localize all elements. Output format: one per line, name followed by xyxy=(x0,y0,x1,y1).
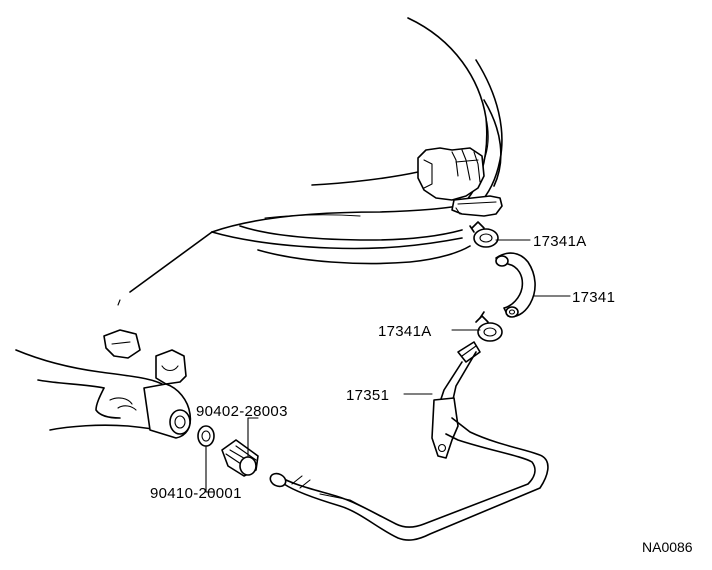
part-label-90410-20001: 90410-20001 xyxy=(150,485,242,502)
diagram-code: NA0086 xyxy=(642,539,693,555)
hose-clamp-upper-drawing xyxy=(469,221,499,248)
ventilation-hose-drawing xyxy=(495,252,536,318)
part-label-17341a-lower: 17341A xyxy=(378,323,432,340)
pcv-valve-drawing xyxy=(221,439,259,477)
air-cleaner-housing-drawing xyxy=(117,17,503,306)
part-label-17341a-upper: 17341A xyxy=(533,233,587,250)
grommet-drawing xyxy=(197,425,215,447)
part-label-17351: 17351 xyxy=(346,387,389,404)
part-label-17341: 17341 xyxy=(572,289,615,306)
valve-cover-drawing xyxy=(15,329,192,439)
part-labels: 17341A 17341 17341A 17351 90402-28003 90… xyxy=(150,233,615,502)
part-label-90402-28003: 90402-28003 xyxy=(196,403,288,420)
hose-clamp-lower-drawing xyxy=(475,311,503,342)
leader-lines xyxy=(205,239,571,493)
ventilation-pipe-drawing xyxy=(269,341,549,541)
